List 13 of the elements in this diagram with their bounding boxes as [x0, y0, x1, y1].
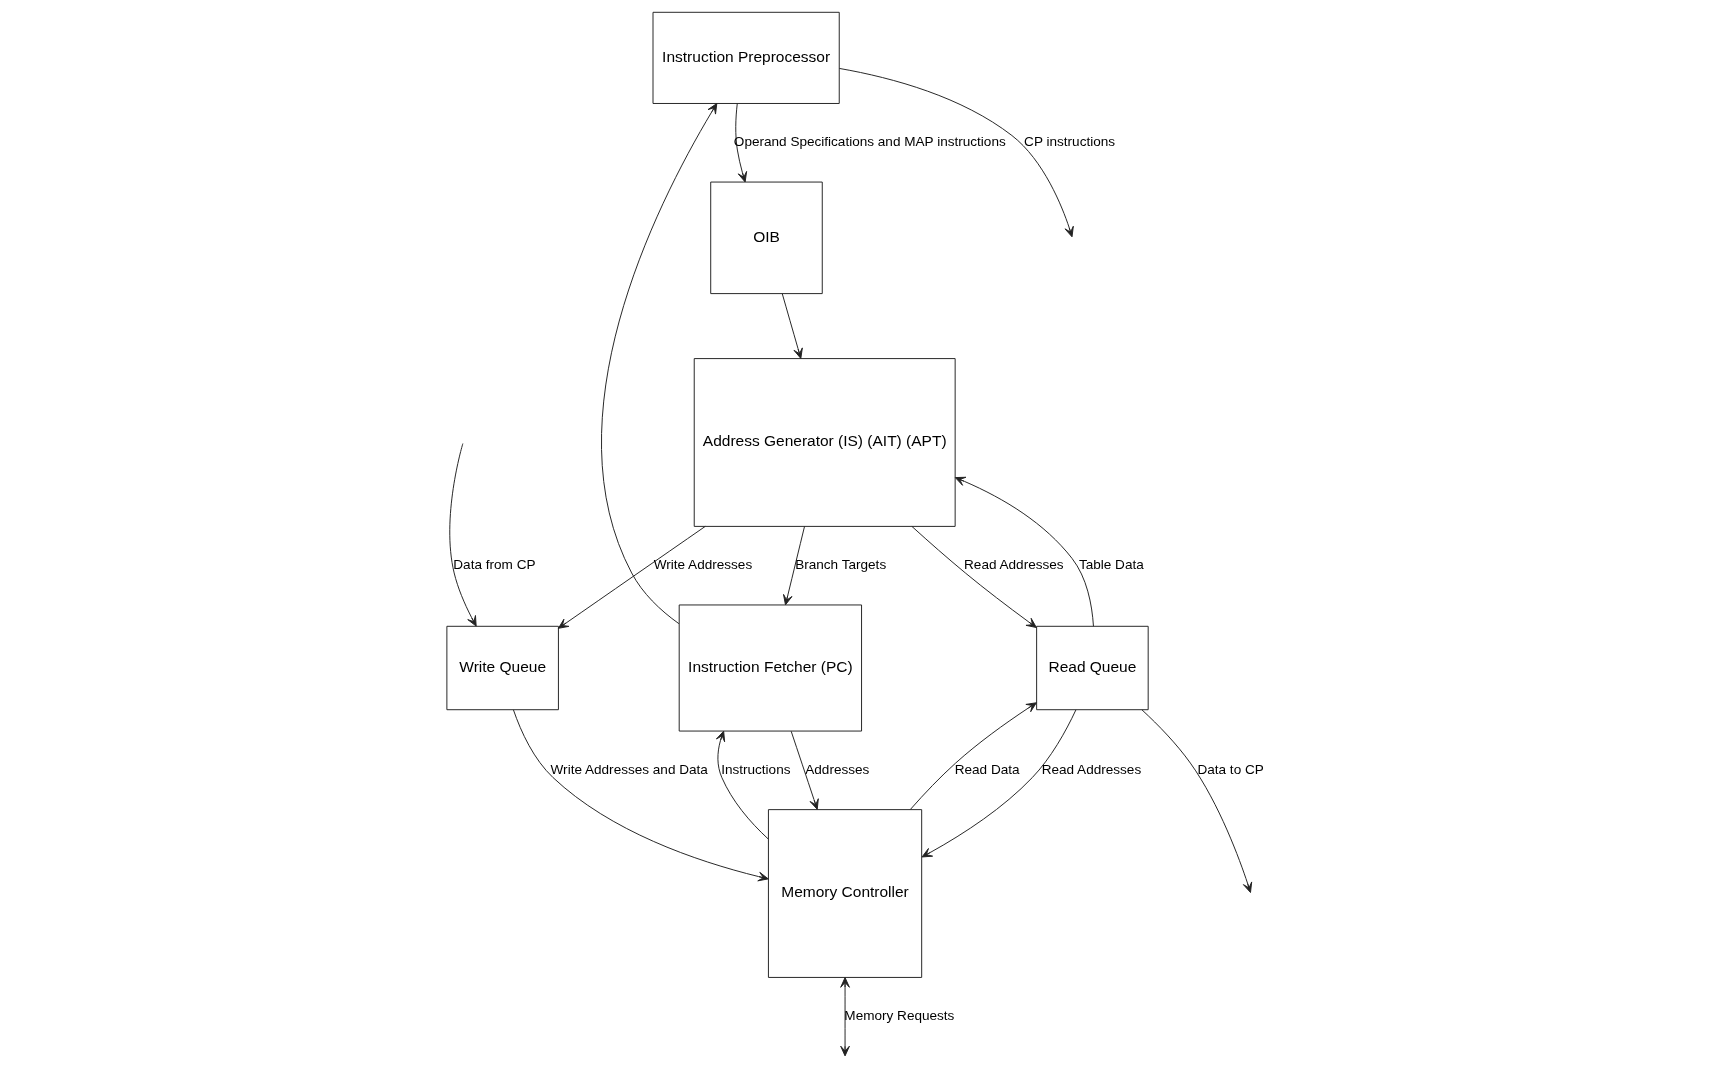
- edge-label: Data from CP: [452, 557, 535, 573]
- edge-label: Data to CP: [1196, 761, 1264, 777]
- edge-label: Read Addresses: [1041, 761, 1141, 777]
- edge-label: Write Addresses: [653, 557, 752, 573]
- edge-label: Branch Targets: [794, 557, 886, 573]
- edge-label: Addresses: [804, 761, 869, 777]
- edge-label: Write Addresses and Data: [550, 761, 708, 777]
- edge-label: Table Data: [1078, 557, 1144, 573]
- edge-label: Read Data: [954, 761, 1020, 777]
- edge-label: Memory Requests: [843, 1008, 954, 1024]
- edge-label: CP instructions: [1023, 134, 1115, 150]
- edge-label: Instructions: [720, 761, 790, 777]
- edge-label: Read Addresses: [963, 557, 1064, 573]
